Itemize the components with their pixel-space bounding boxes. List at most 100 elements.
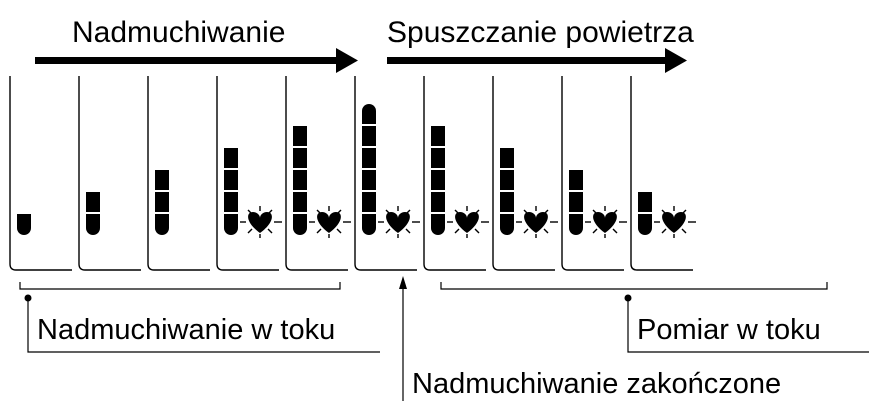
pressure-bar — [86, 192, 100, 235]
display-frame — [285, 76, 351, 271]
pressure-segment — [362, 104, 376, 124]
heart-ray — [523, 228, 529, 234]
inflation-complete-label: Nadmuchiwanie zakończone — [412, 368, 781, 400]
heart-ray — [592, 228, 598, 234]
pressure-segment — [86, 214, 100, 235]
pressure-segment — [293, 126, 307, 146]
pressure-segment — [569, 214, 583, 235]
heart-icon — [378, 206, 420, 238]
pressure-bar — [293, 126, 307, 235]
heart-ray — [454, 228, 460, 234]
pressure-segment — [431, 126, 445, 146]
heart-icon — [447, 206, 489, 238]
heart-ray — [543, 228, 549, 234]
heart-ray — [336, 228, 342, 234]
frame-border — [492, 76, 555, 271]
inflating-bracket — [19, 282, 341, 290]
heart-shape — [662, 212, 686, 233]
deflation-label: Spuszczanie powietrza — [387, 16, 694, 49]
frame-border — [630, 76, 693, 271]
measurement-callout: Pomiar w toku — [624, 294, 869, 353]
frame-border — [285, 76, 348, 271]
heart-shape — [386, 212, 410, 233]
heart-ray — [316, 228, 322, 234]
pressure-segment — [569, 192, 583, 212]
inflation-label: Nadmuchiwanie — [72, 16, 285, 49]
heart-shape — [248, 212, 272, 233]
pressure-segment — [500, 170, 514, 190]
pressure-segment — [293, 148, 307, 168]
pressure-segment — [638, 192, 652, 212]
pressure-segment — [224, 170, 238, 190]
pressure-segment — [362, 126, 376, 146]
display-frame — [630, 76, 696, 271]
pressure-segment — [431, 170, 445, 190]
display-frames — [9, 76, 696, 271]
pressure-segment — [155, 214, 169, 235]
pressure-segment — [569, 170, 583, 190]
pressure-segment — [224, 192, 238, 212]
pressure-segment — [500, 192, 514, 212]
frame-border — [354, 76, 417, 271]
frame-border — [216, 76, 279, 271]
pressure-segment — [155, 192, 169, 212]
pressure-segment — [500, 214, 514, 235]
heart-icon — [654, 206, 696, 238]
heart-icon — [585, 206, 627, 238]
pressure-segment — [224, 214, 238, 235]
heart-icon — [240, 206, 282, 238]
pressure-bar — [638, 192, 652, 235]
pressure-bar — [431, 126, 445, 235]
pressure-segment — [293, 192, 307, 212]
heart-icon — [516, 206, 558, 238]
display-frame — [216, 76, 282, 271]
deflation-arrow — [387, 48, 687, 73]
pressure-bar — [569, 170, 583, 235]
measurement-bracket — [440, 282, 828, 290]
pressure-segment — [224, 148, 238, 168]
heart-ray — [681, 228, 687, 234]
heart-ray — [612, 228, 618, 234]
pressure-segment — [362, 192, 376, 212]
pressure-segment — [155, 170, 169, 190]
pressure-segment — [362, 214, 376, 235]
pressure-segment — [362, 170, 376, 190]
pressure-bar — [500, 148, 514, 235]
measurement-in-progress-label: Pomiar w toku — [637, 314, 821, 346]
heart-ray — [247, 228, 253, 234]
frame-border — [147, 76, 210, 271]
inflating-in-progress-label: Nadmuchiwanie w toku — [37, 314, 335, 346]
pressure-segment — [293, 170, 307, 190]
pressure-segment — [431, 192, 445, 212]
pressure-segment — [500, 148, 514, 168]
display-frame — [354, 76, 420, 271]
heart-ray — [385, 228, 391, 234]
inflation-arrow — [35, 48, 358, 73]
pressure-bar — [17, 214, 31, 235]
heart-ray — [661, 228, 667, 234]
inflating-callout: Nadmuchiwanie w toku — [24, 294, 380, 353]
display-frame — [147, 76, 210, 271]
pressure-bar — [224, 148, 238, 235]
heart-ray — [474, 228, 480, 234]
pressure-segment — [431, 148, 445, 168]
heart-ray — [405, 228, 411, 234]
pressure-bar — [155, 170, 169, 235]
frame-border — [561, 76, 624, 271]
heart-shape — [524, 212, 548, 233]
pressure-segment — [431, 214, 445, 235]
pressure-segment — [293, 214, 307, 235]
heart-ray — [267, 228, 273, 234]
heart-shape — [455, 212, 479, 233]
heart-shape — [317, 212, 341, 233]
display-frame — [561, 76, 627, 271]
pressure-segment — [86, 192, 100, 212]
heart-icon — [309, 206, 351, 238]
heart-shape — [593, 212, 617, 233]
pressure-segment — [362, 148, 376, 168]
inflation-complete-callout: Nadmuchiwanie zakończone — [399, 276, 781, 401]
pressure-segment — [17, 214, 31, 235]
display-frame — [423, 76, 489, 271]
display-frame — [9, 76, 72, 271]
